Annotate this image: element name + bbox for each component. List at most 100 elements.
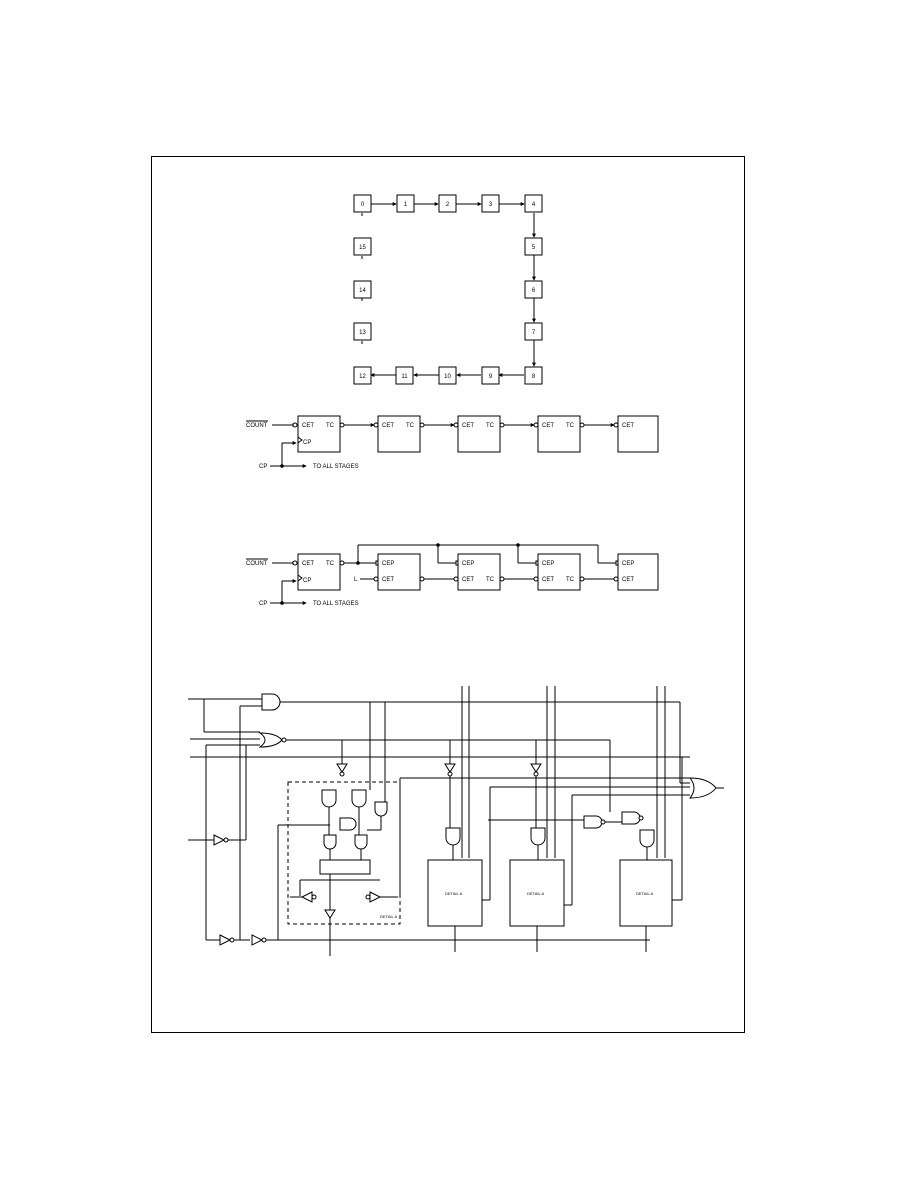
xor-gate (321, 789, 337, 808)
cet-label: CET (542, 577, 554, 583)
cet-label: CET (462, 577, 474, 583)
counter-stage-2 (377, 415, 421, 453)
inversion-bubble (613, 422, 619, 428)
xor-gate (351, 789, 367, 808)
state-label-6: 6 (532, 288, 536, 294)
inversion-bubble (600, 819, 606, 825)
buffer-gate (300, 891, 313, 903)
inversion-bubble (373, 422, 379, 428)
state-label-3: 3 (489, 202, 493, 208)
cet-label: CET (382, 577, 394, 583)
cp-input-label: CP (259, 464, 267, 470)
state-box-3 (481, 194, 500, 213)
inversion-bubble (281, 737, 287, 743)
cep-label: CEP (462, 561, 474, 567)
cet-label: CET (622, 423, 634, 429)
state-box-12 (353, 366, 372, 385)
state-box-13 (353, 322, 372, 341)
inversion-bubble (223, 837, 229, 843)
counter-stage-1 (297, 415, 341, 453)
tc-label: TC (566, 577, 575, 583)
ripple-carry-diagram: COUNT CET TC CP CET TC CET TC CET TC CET… (246, 415, 659, 470)
cet-label: CET (382, 423, 394, 429)
buffer-gate (530, 763, 542, 773)
to-all-stages-label: TO ALL STAGES (313, 601, 359, 607)
tc-label: TC (566, 423, 575, 429)
inversion-bubble (292, 560, 298, 566)
lookahead-carry-diagram: COUNT CET TC CP CEP CET L CEP CET TC (246, 543, 659, 607)
lookahead-stage-5 (617, 553, 659, 591)
and-gate (530, 827, 546, 846)
inversion-bubble (613, 576, 619, 582)
logic-diagram: DETAIL A (188, 686, 724, 956)
state-box-8 (524, 366, 543, 385)
cet-label: CET (302, 561, 314, 567)
cep-label: CEP (622, 561, 634, 567)
and-gate (621, 811, 641, 825)
state-box-4 (524, 194, 543, 213)
buffer-gate (336, 763, 348, 773)
state-box-5 (524, 237, 543, 256)
cp-pin-label: CP (303, 440, 311, 446)
tc-label: TC (326, 561, 335, 567)
tc-label: TC (406, 423, 415, 429)
inversion-bubble (453, 576, 459, 582)
counter-stage-4 (537, 415, 581, 453)
state-label-4: 4 (532, 202, 536, 208)
inversion-bubble (579, 576, 585, 582)
inversion-bubble (638, 815, 644, 821)
and-gate (323, 834, 337, 850)
inversion-bubble (447, 771, 453, 777)
inversion-bubble (339, 422, 345, 428)
lookahead-stage-2 (377, 553, 421, 591)
and-gate (354, 834, 368, 850)
to-all-stages-label: TO ALL STAGES (313, 464, 359, 470)
state-label-2: 2 (446, 202, 450, 208)
cet-label: CET (542, 423, 554, 429)
inversion-bubble (419, 422, 425, 428)
and-gate (583, 815, 603, 829)
cet-label: CET (622, 577, 634, 583)
inversion-bubble (533, 771, 539, 777)
state-box-11 (395, 366, 414, 385)
lookahead-stage-3 (457, 553, 501, 591)
counter-stage-5 (617, 415, 659, 453)
clock-symbol (297, 574, 303, 582)
inversion-bubble (453, 422, 459, 428)
clock-symbol (297, 436, 303, 444)
buffer-gate (444, 763, 456, 773)
nor-gate (258, 732, 283, 748)
detail-a-label-3: DETAIL A (636, 891, 653, 896)
and-gate (261, 693, 281, 711)
inversion-bubble (339, 560, 345, 566)
inversion-bubble (261, 937, 267, 943)
tc-label: TC (326, 423, 335, 429)
state-label-1: 1 (404, 202, 408, 208)
state-label-9: 9 (489, 374, 493, 380)
cep-label: CEP (382, 561, 394, 567)
inversion-bubble (292, 422, 298, 428)
state-label-14: 14 (359, 288, 366, 294)
inversion-bubble (579, 422, 585, 428)
inversion-bubble (373, 576, 379, 582)
state-label-12: 12 (359, 374, 366, 380)
count-label: COUNT (246, 561, 268, 567)
inversion-bubble (419, 576, 425, 582)
state-label-10: 10 (444, 374, 451, 380)
state-box-9 (481, 366, 500, 385)
detail-a-block-3 (619, 859, 673, 927)
state-label-13: 13 (359, 330, 366, 336)
inversion-bubble (499, 422, 505, 428)
inversion-bubble (365, 894, 371, 900)
and-gate (639, 829, 655, 848)
low-label: L (354, 577, 358, 583)
state-box-0 (353, 194, 372, 213)
state-label-7: 7 (532, 330, 536, 336)
and-gate (445, 827, 461, 846)
buffer-gate (324, 909, 336, 919)
state-box-7 (524, 322, 543, 341)
buffer-gate (251, 934, 264, 946)
figure-frame (151, 156, 745, 1033)
cp-input-label: CP (259, 601, 267, 607)
cet-label: CET (462, 423, 474, 429)
